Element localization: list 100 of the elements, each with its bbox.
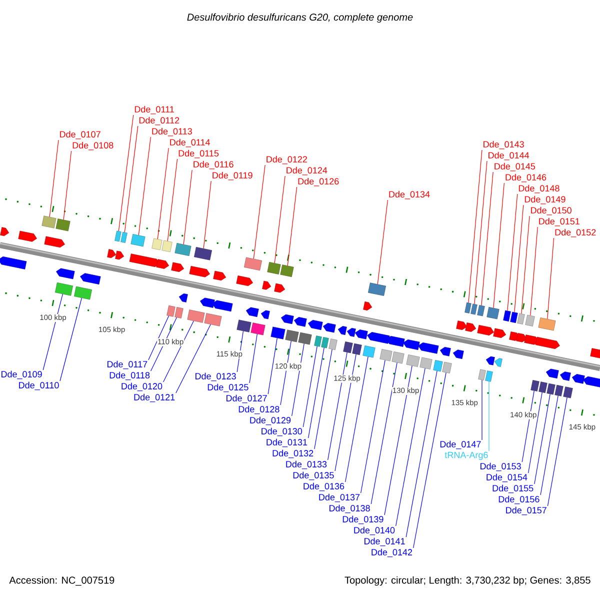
gene-label: Dde_0120	[122, 382, 162, 392]
gene-box	[236, 320, 252, 332]
leader-line	[370, 362, 398, 504]
gene-box	[362, 346, 376, 358]
gene-box	[343, 342, 353, 354]
leader-line	[163, 320, 194, 382]
gene-label: Dde_0148	[518, 184, 560, 194]
leader-line	[406, 370, 438, 538]
gene-box	[406, 354, 420, 367]
leader-line	[167, 158, 178, 242]
leader-line	[124, 126, 138, 233]
leader-line	[507, 194, 518, 312]
gene-label: Dde_0113	[152, 128, 192, 136]
gene-label: Dde_0153	[480, 462, 521, 472]
gene-label: Dde_0132	[272, 450, 314, 458]
gene-label: Dde_0110	[19, 382, 59, 390]
gene-label: Dde_0151	[539, 218, 580, 226]
gene-box	[470, 304, 478, 315]
gene-box	[525, 314, 535, 326]
leader-line	[474, 160, 488, 304]
gene-box	[442, 362, 452, 374]
gene-label: Dde_0112	[139, 116, 180, 126]
gene-box	[380, 349, 392, 362]
gene-label: Dde_0157	[506, 506, 546, 516]
gene-box	[204, 313, 222, 326]
gene-label: Dde_0107	[60, 130, 100, 140]
gene-box	[321, 337, 329, 348]
gene-label: Dde_0117	[107, 360, 148, 370]
gene-box	[250, 322, 266, 336]
gene-box	[130, 234, 146, 247]
gene-label: Dde_0119	[212, 172, 252, 180]
leader-line	[334, 354, 356, 472]
leader-line	[118, 114, 134, 232]
leader-line	[384, 365, 412, 516]
gene-label: Dde_0141	[364, 538, 405, 546]
gene-label: Dde_0127	[226, 394, 267, 404]
gene-box	[510, 312, 518, 323]
leader-line	[328, 352, 348, 460]
gene-box	[477, 305, 485, 316]
gene-box	[546, 383, 556, 395]
leader-line	[481, 172, 494, 306]
title: Desulfovibrio desulfuricans G20, complete genome	[187, 13, 413, 23]
leader-line	[514, 204, 524, 313]
gene-label: Dde_0118	[110, 372, 150, 380]
gene-label: Dde_0147	[440, 440, 481, 450]
gene-box	[538, 318, 556, 331]
leader-line	[292, 343, 304, 416]
gene-box	[42, 216, 56, 228]
gene-label: Dde_0122	[266, 156, 307, 164]
gene-label: Dde_0140	[354, 526, 395, 536]
gene-box	[433, 360, 443, 372]
gene-box	[368, 282, 386, 296]
gene-label: Dde_0130	[262, 428, 302, 436]
gene-box	[298, 332, 312, 345]
gene-box	[352, 343, 362, 355]
gene-box	[187, 310, 205, 323]
gene-box	[563, 386, 573, 398]
gene-label: Dde_0136	[304, 482, 344, 492]
gene-label: Dde_0156	[498, 496, 540, 504]
gene-label: Dde_0124	[286, 166, 328, 176]
leader-line	[274, 176, 286, 264]
leader-line	[150, 317, 177, 372]
gene-label: Dde_0135	[293, 472, 334, 480]
gene-label: tRNA-Arg6	[444, 452, 488, 460]
gene-box	[152, 238, 162, 250]
leader-line	[157, 148, 169, 240]
gene-label: Dde_0145	[494, 162, 536, 172]
gene-box	[280, 264, 294, 277]
gene-label: Dde_0138	[330, 504, 370, 514]
leader-line	[138, 136, 151, 236]
gene-box	[166, 305, 176, 317]
gene-label: Dde_0128	[238, 406, 280, 414]
gene-box	[420, 357, 432, 370]
gene-box	[554, 384, 564, 396]
gene-box	[464, 302, 472, 314]
leader-line	[42, 294, 63, 370]
gene-box	[485, 370, 493, 382]
gene-label: Dde_0150	[531, 206, 572, 216]
gene-box	[74, 286, 92, 300]
gene-box	[328, 338, 338, 350]
gene-box	[244, 257, 262, 271]
gene-label: Dde_0139	[342, 516, 384, 524]
gene-label: Dde_0149	[524, 196, 566, 204]
gene-label: Dde_0121	[134, 394, 175, 402]
gene-box	[267, 262, 281, 274]
gene-label: Dde_0115	[178, 150, 219, 158]
leader-line	[528, 392, 542, 474]
leader-line	[413, 372, 446, 548]
gene-label: Dde_0109	[2, 370, 42, 380]
leader-line	[253, 164, 266, 260]
leader-line	[176, 324, 211, 394]
leader-line	[49, 140, 59, 218]
footer-text: Topology: circular; Length: 3,730,232 bp; Genes: 3,855	[344, 576, 590, 586]
gene-label: Dde_0143	[484, 140, 524, 150]
gene-box	[270, 326, 286, 340]
gene-box	[517, 313, 525, 324]
leader-line	[468, 150, 482, 304]
gene-box	[174, 243, 192, 256]
gene-label: Dde_0155	[492, 484, 534, 494]
gene-box	[162, 240, 172, 252]
